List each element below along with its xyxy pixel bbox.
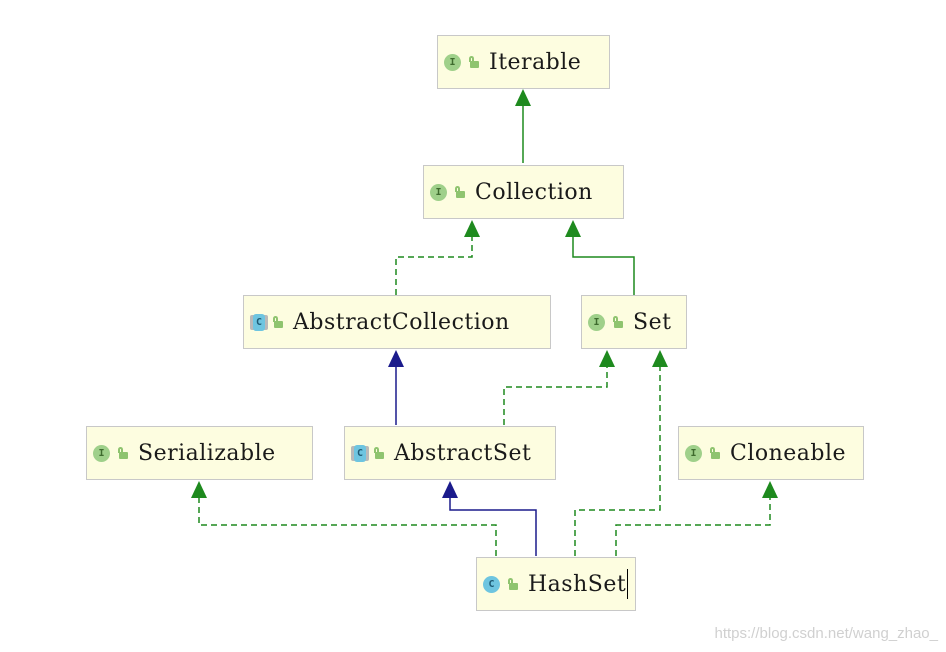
node-collection[interactable]: I Collection bbox=[423, 165, 624, 219]
unlocked-icon bbox=[506, 577, 518, 591]
edge-abstractset-set bbox=[503, 350, 615, 425]
interface-icon: I bbox=[444, 53, 461, 71]
node-hashset[interactable]: C HashSet bbox=[476, 557, 636, 611]
unlocked-icon bbox=[271, 315, 283, 329]
unlocked-icon bbox=[467, 55, 479, 69]
node-label: AbstractSet bbox=[394, 440, 532, 466]
node-abstract-set[interactable]: C AbstractSet bbox=[344, 426, 556, 480]
unlocked-icon bbox=[453, 185, 465, 199]
node-label: Collection bbox=[475, 179, 593, 205]
abstract-class-icon: C bbox=[354, 444, 366, 462]
node-serializable[interactable]: I Serializable bbox=[86, 426, 313, 480]
node-abstract-collection[interactable]: C AbstractCollection bbox=[243, 295, 551, 349]
node-label: Iterable bbox=[489, 49, 582, 75]
interface-icon: I bbox=[93, 444, 110, 462]
node-set[interactable]: I Set bbox=[581, 295, 687, 349]
node-label: Cloneable bbox=[730, 440, 847, 466]
node-label: AbstractCollection bbox=[293, 309, 510, 335]
edge-hashset-abstractset bbox=[442, 481, 537, 556]
node-iterable[interactable]: I Iterable bbox=[437, 35, 610, 89]
class-icon: C bbox=[483, 575, 500, 593]
unlocked-icon bbox=[708, 446, 720, 460]
abstract-class-icon: C bbox=[253, 313, 265, 331]
node-label: Set bbox=[633, 309, 672, 335]
node-label: Serializable bbox=[138, 440, 276, 466]
node-label: HashSet bbox=[528, 571, 627, 597]
edge-hashset-set bbox=[574, 350, 668, 556]
edge-abstractset-abstractcollection bbox=[388, 350, 404, 425]
unlocked-icon bbox=[372, 446, 384, 460]
edge-hashset-cloneable bbox=[615, 481, 778, 556]
unlocked-icon bbox=[116, 446, 128, 460]
edge-collection-iterable bbox=[515, 89, 531, 163]
text-cursor bbox=[627, 569, 629, 599]
watermark: https://blog.csdn.net/wang_zhao_ bbox=[714, 625, 939, 642]
interface-icon: I bbox=[430, 183, 447, 201]
interface-icon: I bbox=[588, 313, 605, 331]
edge-hashset-serializable bbox=[191, 481, 497, 556]
unlocked-icon bbox=[611, 315, 623, 329]
edge-abstractcollection-collection bbox=[395, 220, 480, 295]
edge-set-collection bbox=[565, 220, 635, 295]
node-cloneable[interactable]: I Cloneable bbox=[678, 426, 864, 480]
interface-icon: I bbox=[685, 444, 702, 462]
